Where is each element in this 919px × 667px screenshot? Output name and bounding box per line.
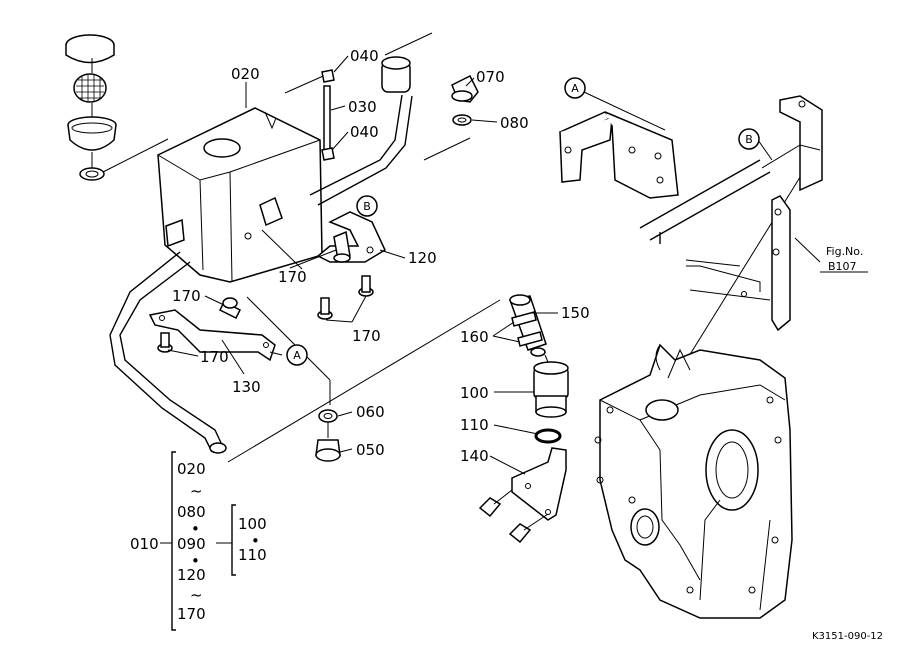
filler-neck [309,56,413,206]
bolt [218,297,242,320]
assembly-item: 020 [177,460,206,478]
part-number: 130 [232,378,261,396]
fuel-tank [157,107,323,283]
callout-b-label: B [363,200,371,213]
part-number: 050 [356,441,385,459]
assembly-item: 170 [177,605,206,623]
assembly-range-tilde: ~ [190,586,203,604]
engine-housing [594,343,793,619]
part-number: 070 [476,68,505,86]
bolt [358,275,374,297]
bolt [333,230,351,263]
figure-reference[interactable]: Fig.No. B107 [826,245,863,273]
assembly-bullet: • [191,552,200,570]
assembly-item: 080 [177,503,206,521]
part-number: 080 [500,114,529,132]
bracket-130 [148,309,276,362]
part-number: 060 [356,403,385,421]
part-number: 100 [460,384,489,402]
fuel-hose [109,251,227,454]
callout-b-label: B [745,133,753,146]
part-number: 170 [352,327,381,345]
part-number: 170 [278,268,307,286]
assembly-bullet: • [251,532,260,550]
fig-ref-line1: Fig.No. [826,245,863,258]
assembly-range-tilde: ~ [190,482,203,500]
callout-a-label: A [293,349,301,362]
filler-cap-assembly [65,34,117,181]
part-number: 140 [460,447,489,465]
fig-ref-line2: B107 [828,260,857,273]
drawing-code: K3151-090-12 [812,631,883,642]
drain-plug [315,409,341,462]
callout-a-label: A [571,82,579,95]
bolts-170 [157,230,374,353]
level-gauge [321,69,335,161]
part-labels: 020 040 030 040 070 080 120 170 170 170 … [172,47,590,465]
part-number: 110 [460,416,489,434]
part-number: 160 [460,328,489,346]
frame-brackets [558,95,823,332]
bolt [157,332,173,353]
callout-b-tank: B [356,195,378,217]
part-number: 040 [350,47,379,65]
part-number: 120 [408,249,437,267]
callout-b-frame: B [738,128,760,150]
assembly-bullet: • [191,520,200,538]
leader-lines [167,55,868,475]
assembly-main-number: 010 [130,535,159,553]
assembly-item: 090 [177,535,206,553]
vent-cap [451,74,479,126]
assembly-sub-item: 110 [238,546,267,564]
bracket-120 [316,211,386,263]
bolt [317,297,333,320]
assembly-list: 010 020 ~ 080 • 090 • 120 ~ 170 100 • 11… [130,451,267,631]
fuel-filter-group [478,294,569,544]
part-number: 040 [350,123,379,141]
part-number: 030 [348,98,377,116]
callout-a-frame: A [564,77,586,99]
part-number: 170 [200,348,229,366]
part-number: 150 [561,304,590,322]
part-number: 020 [231,65,260,83]
assembly-item: 120 [177,566,206,584]
callout-a-tank: A [286,344,308,366]
assembly-sub-item: 100 [238,515,267,533]
part-number: 170 [172,287,201,305]
